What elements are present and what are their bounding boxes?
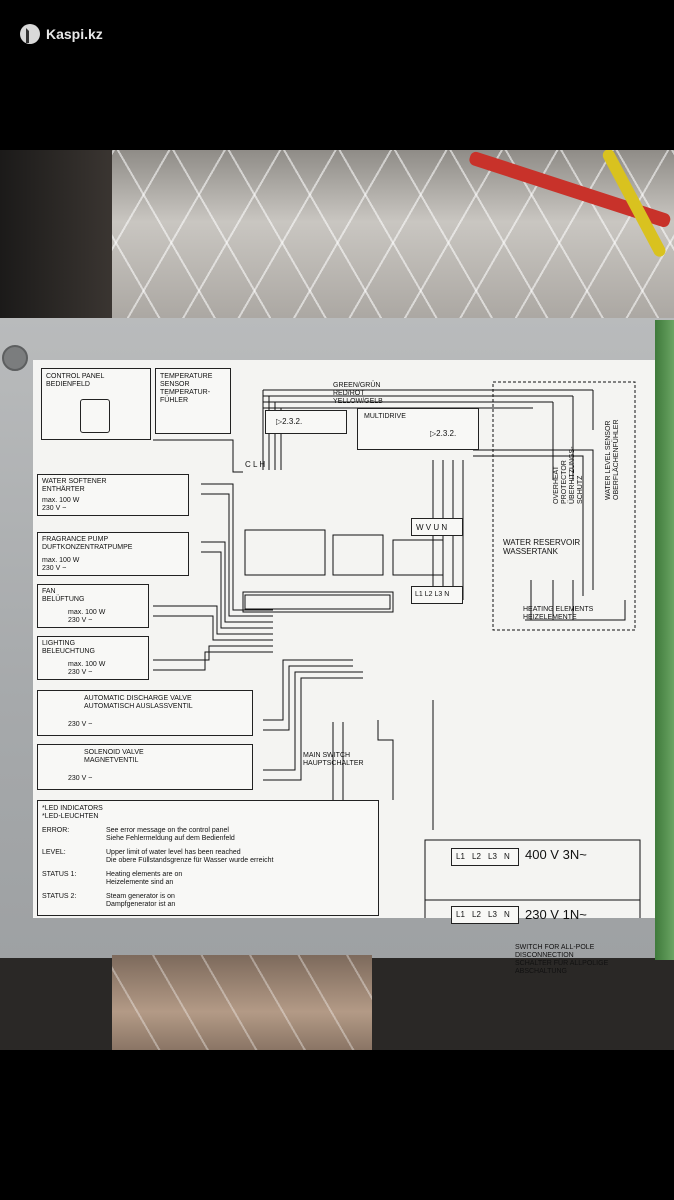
wvun-label: W V U N [416, 523, 448, 532]
control-panel-box: CONTROL PANEL BEDIENFELD [41, 368, 151, 440]
water-softener-spec: max. 100 W 230 V ~ [42, 497, 80, 512]
screw-icon [2, 345, 28, 371]
discharge-label: AUTOMATIC DISCHARGE VALVE AUTOMATISCH AU… [84, 695, 193, 710]
fragrance-pump-box: FRAGRANCE PUMP DUFTKONZENTRATPUMPE max. … [37, 532, 189, 576]
circuit-board-edge [655, 320, 674, 960]
led-row-text: See error message on the control panel S… [106, 827, 235, 842]
water-softener-box: WATER SOFTENER ENTHÄRTER max. 100 W 230 … [37, 474, 189, 516]
fragrance-spec: max. 100 W 230 V ~ [42, 557, 80, 572]
photo: CONTROL PANEL BEDIENFELD TEMPERATURE SEN… [0, 150, 674, 1050]
fan-box: FAN BELÜFTUNG max. 100 W 230 V ~ [37, 584, 149, 628]
bottom-bar [0, 1050, 674, 1200]
l123n-400-terminal: L1 L2 L3 N [451, 848, 519, 866]
discharge-spec: 230 V ~ [68, 721, 93, 728]
led-row-key: STATUS 2: [42, 893, 77, 900]
ref-box-a: ▷2.3.2. [265, 410, 347, 434]
solenoid-spec: 230 V ~ [68, 775, 93, 782]
control-panel-icon [80, 399, 110, 433]
clh-label: C L H [245, 460, 266, 469]
led-row-key: STATUS 1: [42, 871, 77, 878]
wiring-lines [153, 381, 641, 918]
t400-l3: L3 [488, 852, 497, 861]
wire-red-label: RED/ROT [333, 390, 365, 397]
t400-n: N [504, 852, 510, 861]
water-level-label: WATER LEVEL SENSOR OBERFLÄCHENFÜHLER [605, 419, 620, 500]
water-softener-label: WATER SOFTENER ENTHÄRTER [42, 478, 107, 493]
wire-green-label: GREEN/GRÜN [333, 382, 381, 389]
overheat-label: OVERHEAT PROTECTOR ÜBERHITZUNGS- SCHUTZ [553, 446, 584, 504]
t230-l3: L3 [488, 910, 497, 919]
led-title: *LED INDICATORS *LED-LEUCHTEN [42, 805, 103, 820]
discharge-valve-box: AUTOMATIC DISCHARGE VALVE AUTOMATISCH AU… [37, 690, 253, 736]
t400-l2: L2 [472, 852, 481, 861]
solenoid-valve-box: SOLENOID VALVE MAGNETVENTIL 230 V ~ [37, 744, 253, 790]
kaspi-logo-icon [20, 24, 40, 44]
fragrance-label: FRAGRANCE PUMP DUFTKONZENTRATPUMPE [42, 536, 133, 551]
dark-background [0, 150, 112, 330]
led-row-text: Steam generator is on Dampfgenerator ist… [106, 893, 176, 908]
lighting-box: LIGHTING BELEUCHTUNG max. 100 W 230 V ~ [37, 636, 149, 680]
top-bar: Kaspi.kz [0, 0, 674, 150]
brand-logo[interactable]: Kaspi.kz [20, 24, 103, 44]
ref-a-label: ▷2.3.2. [276, 417, 303, 426]
insulation-foil [112, 150, 674, 330]
control-panel-label: CONTROL PANEL BEDIENFELD [46, 373, 105, 388]
l123n-230-terminal: L1 L2 L3 N [451, 906, 519, 924]
t400-l1: L1 [456, 852, 465, 861]
fan-spec: max. 100 W 230 V ~ [68, 609, 106, 624]
t230-l2: L2 [472, 910, 481, 919]
main-switch-label: MAIN SWITCH HAUPTSCHALTER [303, 752, 364, 767]
multidrive-box: MULTIDRIVE ▷2.3.2. [357, 408, 479, 450]
multidrive-label: MULTIDRIVE [364, 413, 406, 420]
temp-sensor-box: TEMPERATURE SENSOR TEMPERATUR- FÜHLER [155, 368, 231, 434]
led-row-key: ERROR: [42, 827, 70, 834]
lighting-label: LIGHTING BELEUCHTUNG [42, 640, 95, 655]
heating-label: HEATING ELEMENTS HEIZELEMENTE [523, 606, 594, 621]
wiring-label: CONTROL PANEL BEDIENFELD TEMPERATURE SEN… [33, 360, 655, 975]
solenoid-label: SOLENOID VALVE MAGNETVENTIL [84, 749, 144, 764]
led-row-text: Heating elements are on Heizelemente sin… [106, 871, 183, 886]
t230-n: N [504, 910, 510, 919]
led-row-text: Upper limit of water level has been reac… [106, 849, 274, 864]
v400-label: 400 V 3N~ [525, 847, 587, 862]
lower-foil [112, 955, 372, 1050]
temp-sensor-label: TEMPERATURE SENSOR TEMPERATUR- FÜHLER [160, 373, 213, 404]
wire-yellow-label: YELLOW/GELB [333, 398, 383, 405]
l123n-label: L1 L2 L3 N [415, 591, 450, 598]
l123n-terminal: L1 L2 L3 N [411, 586, 463, 604]
led-row-key: LEVEL: [42, 849, 66, 856]
v230-label: 230 V 1N~ [525, 907, 587, 922]
wvun-terminal: W V U N [411, 518, 463, 536]
t230-l1: L1 [456, 910, 465, 919]
fan-label: FAN BELÜFTUNG [42, 588, 85, 603]
led-indicators-box: *LED INDICATORS *LED-LEUCHTEN ERROR: See… [37, 800, 379, 916]
lighting-spec: max. 100 W 230 V ~ [68, 661, 106, 676]
brand-name: Kaspi.kz [46, 26, 103, 42]
reservoir-label: WATER RESERVOIR WASSERTANK [503, 538, 581, 556]
ref-b-label: ▷2.3.2. [430, 429, 457, 438]
allpole-label: SWITCH FOR ALL-POLE DISCONNECTION SCHALT… [515, 944, 609, 975]
